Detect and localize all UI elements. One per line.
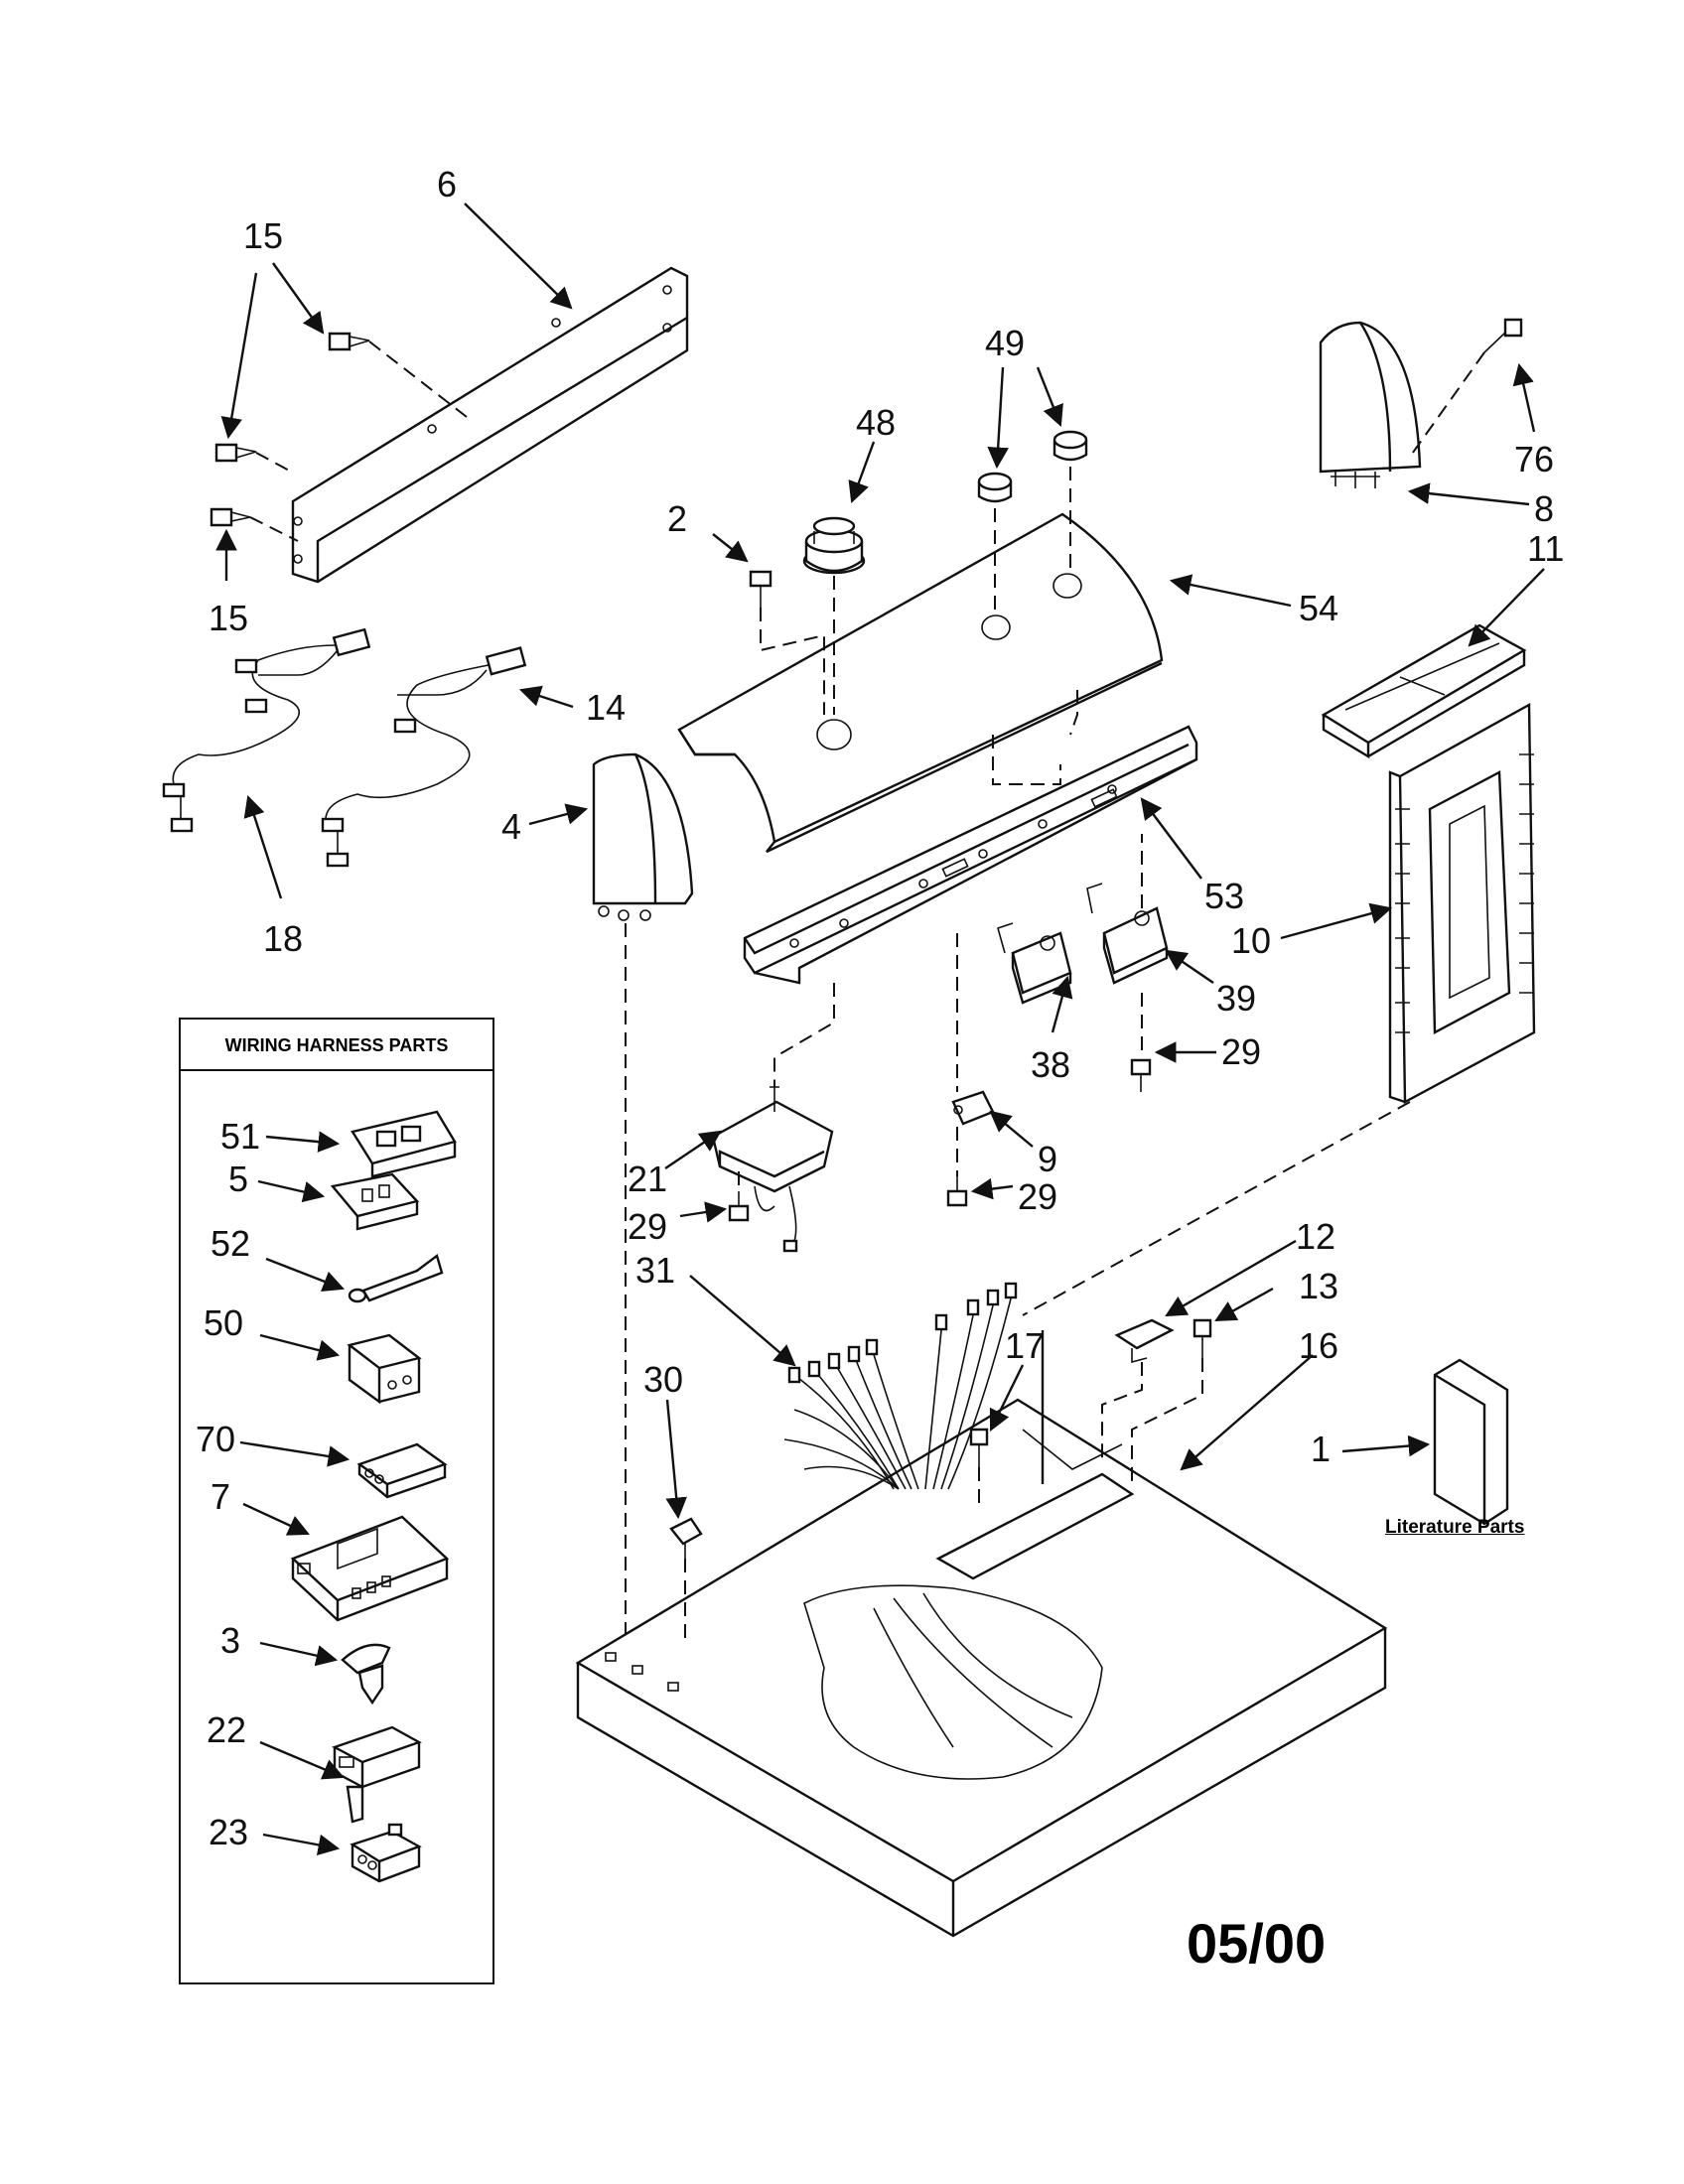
legend-title: WIRING HARNESS PARTS [181,1020,492,1071]
callout-38: 38 [1031,1044,1070,1085]
connector-22 [332,1725,422,1824]
screw-29-a [1130,1058,1152,1092]
legend-callout-22: 22 [207,1709,246,1750]
screw-13 [1193,1318,1212,1358]
screw-2 [749,570,772,608]
terminal-52 [348,1254,444,1303]
callout-11: 11 [1527,528,1564,569]
clip-3 [341,1643,391,1706]
legend-callout-51: 51 [220,1116,260,1157]
callout-54: 54 [1299,588,1338,628]
timer-knob [802,516,866,575]
legend-callout-70: 70 [196,1419,235,1459]
connector-70 [356,1442,448,1499]
callout-21: 21 [628,1159,667,1199]
callout-9: 9 [1038,1139,1057,1179]
main-wiring-harness-31 [783,1282,1018,1490]
screw-17 [969,1428,989,1467]
date-code: 05/00 [1187,1912,1327,1975]
callout-39: 39 [1216,978,1256,1019]
legend-callout-5: 5 [228,1159,248,1199]
legend-parts: 51 5 52 50 [196,1110,457,1883]
connector-51 [351,1110,457,1178]
wiring-harness-14 [321,646,527,868]
legend-callout-50: 50 [204,1302,243,1343]
screw-15-c [210,507,251,527]
callout-14: 14 [586,687,626,728]
callout-12: 12 [1296,1216,1335,1257]
legend-callout-7: 7 [210,1476,230,1517]
clip-30 [669,1517,703,1559]
screw-15-b [214,443,257,463]
connector-5 [330,1172,420,1231]
switch-38 [997,922,1072,1005]
connector-50 [347,1333,422,1405]
callout-53: 53 [1204,876,1244,916]
callout-31: 31 [635,1250,675,1291]
timer-21 [711,1086,834,1253]
callout-30: 30 [643,1359,683,1400]
callout-17: 17 [1005,1325,1045,1366]
switch-39 [1086,883,1169,985]
wiring-harness-parts-legend: WIRING HARNESS PARTS [179,1018,494,1984]
callout-15-top: 15 [243,215,283,256]
selector-knob-left [977,472,1013,503]
base-top-16 [575,1398,1388,1938]
rear-bracket-panel [291,266,689,584]
end-cap-right [1319,321,1422,488]
connector-block-7 [290,1515,450,1622]
callout-1: 1 [1311,1429,1331,1469]
filter-cover [1321,623,1527,759]
callout-6: 6 [437,164,457,205]
literature-parts-label: Literature Parts [1385,1517,1525,1538]
screw-15-a [328,332,370,351]
legend-callout-3: 3 [220,1620,240,1661]
callout-8: 8 [1534,488,1554,529]
callout-76: 76 [1514,439,1554,479]
callout-49: 49 [985,323,1025,363]
callout-13: 13 [1299,1266,1338,1306]
wiring-harness-18 [162,627,371,833]
callout-29-center: 29 [1018,1176,1057,1217]
lint-filter [1388,702,1536,1104]
callout-10: 10 [1231,920,1271,961]
control-panel-rail [743,725,1198,985]
bracket-9 [951,1090,995,1126]
callout-29-left: 29 [628,1206,667,1247]
connector-23 [350,1823,422,1883]
callout-2: 2 [667,498,687,539]
callout-29-right: 29 [1221,1031,1261,1072]
control-console [677,512,1164,854]
callout-4: 4 [501,806,521,847]
screw-29-b [946,1176,968,1207]
bracket-12 [1114,1318,1175,1364]
screw-76 [1483,318,1523,353]
leader-arrows [215,203,1545,1520]
legend-callout-23: 23 [209,1812,248,1852]
end-cap-left [592,752,694,921]
callout-16: 16 [1299,1325,1338,1366]
selector-knob-right [1052,430,1088,462]
screw-29-c [728,1191,750,1222]
legend-callout-52: 52 [210,1223,250,1264]
literature-booklet [1433,1358,1509,1526]
callout-48: 48 [856,402,896,443]
callout-15-bottom: 15 [209,598,248,638]
callout-18: 18 [263,918,303,959]
callout-labels: 6 15 15 15 48 49 2 54 76 8 11 14 18 4 53… [209,164,1564,1469]
